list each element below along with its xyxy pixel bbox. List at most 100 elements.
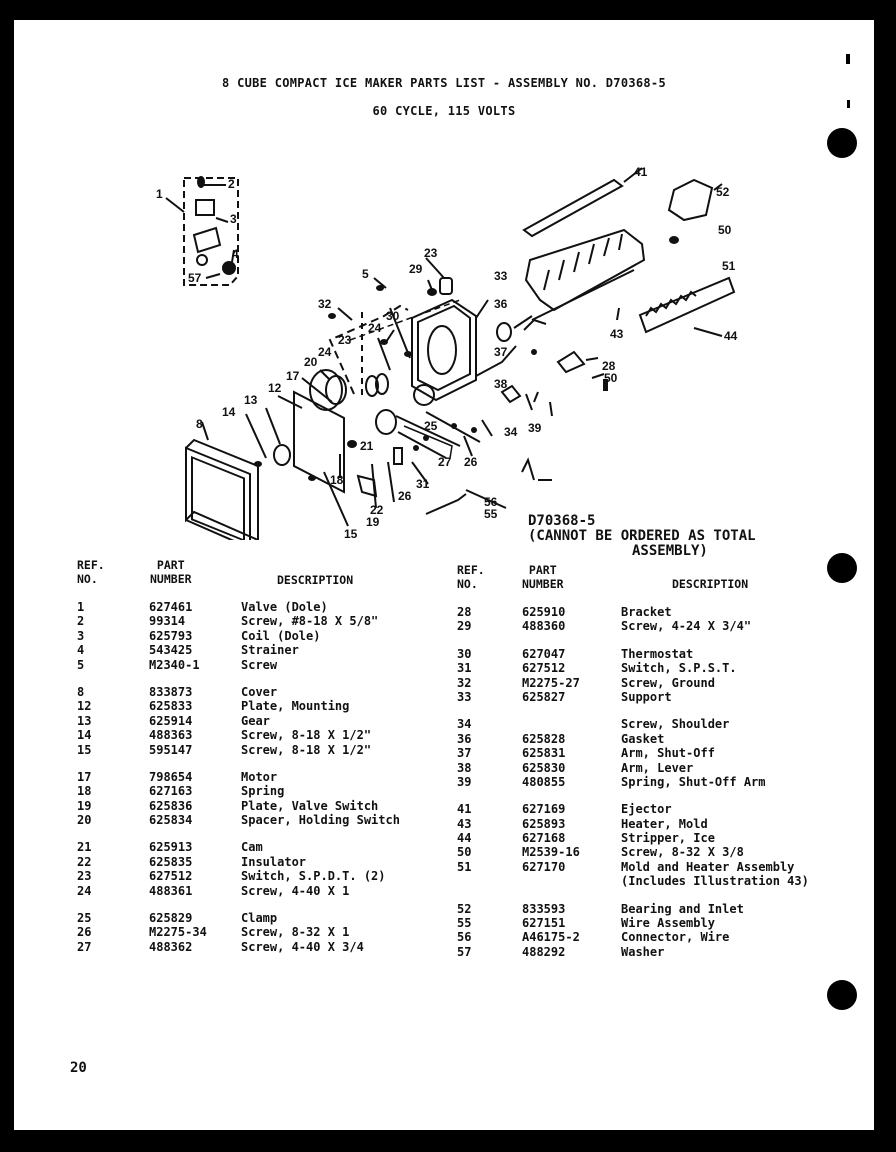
description: Bracket [621, 605, 672, 619]
part-number: 627047 [522, 646, 566, 661]
header-description: DESCRIPTION [277, 573, 354, 587]
ref-no: 21 [77, 840, 92, 855]
binder-hole-bottom [827, 980, 857, 1010]
part-number: 543425 [149, 643, 193, 658]
table-row: 13 625914 Gear [77, 714, 457, 728]
ref-no: 23 [77, 869, 92, 884]
svg-text:50: 50 [604, 371, 618, 385]
ref-no: 31 [457, 661, 472, 676]
description: Wire Assembly [621, 916, 715, 931]
part-number: 625833 [149, 699, 193, 714]
svg-text:37: 37 [494, 345, 508, 359]
svg-text:22: 22 [370, 503, 384, 517]
parts-list-page: 8 CUBE COMPACT ICE MAKER PARTS LIST - AS… [14, 20, 874, 1130]
svg-text:29: 29 [409, 262, 423, 276]
ref-no: 28 [457, 605, 472, 619]
description: Thermostat [621, 646, 694, 661]
part-number: 625831 [522, 746, 566, 761]
svg-text:26: 26 [398, 489, 412, 503]
ref-no: 19 [77, 798, 92, 813]
header-description: DESCRIPTION [672, 577, 749, 591]
svg-text:26: 26 [464, 455, 478, 469]
description: Screw [241, 657, 278, 672]
description: Screw, Ground [621, 675, 715, 690]
header-text: PART [156, 558, 185, 572]
ref-no: 52 [457, 901, 472, 916]
ref-no: 51 [457, 859, 472, 874]
description: Screw, 4-40 X 3/4 [241, 939, 364, 954]
ref-no: 5 [77, 657, 85, 672]
part-number: 833593 [522, 901, 566, 916]
svg-text:36: 36 [494, 297, 508, 311]
svg-text:12: 12 [268, 381, 282, 395]
ref-no: 43 [457, 816, 472, 831]
ref-no: 15 [77, 742, 92, 757]
assembly-note-line: ASSEMBLY) [632, 543, 708, 559]
ref-no: 37 [457, 746, 472, 761]
svg-text:23: 23 [424, 246, 438, 260]
part-number: 488360 [522, 619, 566, 634]
ref-no: 57 [457, 944, 472, 959]
ref-no: 36 [457, 731, 472, 746]
description: Gasket [621, 731, 665, 746]
page-number: 20 [70, 1060, 87, 1076]
page-title: 8 CUBE COMPACT ICE MAKER PARTS LIST - AS… [222, 76, 666, 90]
svg-text:31: 31 [416, 477, 430, 491]
svg-text:41: 41 [634, 165, 648, 179]
ref-no: 44 [457, 831, 472, 846]
ref-no: 18 [77, 784, 92, 799]
description: Gear [241, 713, 270, 728]
description: Screw, 8-32 X 1 [241, 925, 350, 940]
assembly-note-line: (CANNOT BE ORDERED AS TOTAL [528, 528, 756, 544]
description: Cam [241, 840, 263, 855]
ref-no: 3 [77, 628, 85, 643]
svg-text:56: 56 [484, 495, 498, 509]
description: Screw, 4-40 X 1 [241, 883, 350, 898]
part-number: 488292 [522, 944, 566, 959]
header-text: NO. [77, 572, 98, 586]
svg-text:18: 18 [330, 473, 344, 487]
svg-text:52: 52 [716, 185, 730, 199]
svg-text:13: 13 [244, 393, 258, 407]
description: Spring, Shut-Off Arm [621, 774, 766, 789]
ref-no: 34 [457, 717, 472, 732]
ref-no: 2 [77, 614, 85, 629]
assembly-number: D70368-5 [528, 513, 596, 529]
svg-text:27: 27 [438, 455, 452, 469]
description: Screw, Shoulder [621, 717, 730, 732]
svg-text:32: 32 [318, 297, 332, 311]
description: Support [621, 689, 672, 704]
svg-text:24: 24 [318, 345, 332, 359]
ref-no: 22 [77, 854, 92, 869]
svg-text:14: 14 [222, 405, 236, 419]
part-number: 480855 [522, 774, 566, 789]
part-number: 625834 [149, 813, 193, 828]
part-number: M2539-16 [522, 845, 580, 860]
ref-no: 13 [77, 713, 92, 728]
svg-text:44: 44 [724, 329, 738, 343]
header-ref-no: REF.NO. [77, 558, 105, 586]
ref-no: 39 [457, 774, 472, 789]
description: Ejector [621, 802, 672, 817]
part-number: 625914 [149, 713, 193, 728]
page-subtitle: 60 CYCLE, 115 VOLTS [372, 104, 516, 118]
ref-no: 20 [77, 813, 92, 828]
svg-text:39: 39 [528, 421, 542, 435]
description: Washer [621, 944, 665, 959]
description: Valve (Dole) [241, 600, 328, 614]
svg-text:24: 24 [368, 321, 382, 335]
part-number: M2275-34 [149, 925, 207, 940]
header-text: NUMBER [522, 577, 564, 591]
